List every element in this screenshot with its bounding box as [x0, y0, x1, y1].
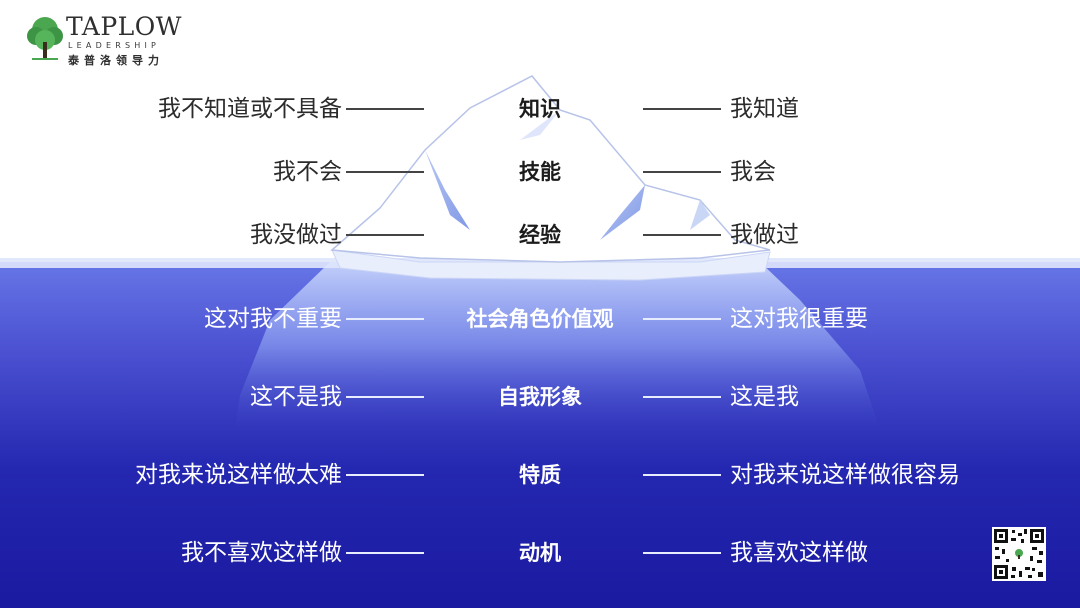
ice-base — [331, 249, 771, 281]
iceberg-facet — [690, 200, 710, 230]
iceberg-row-experience: 我没做过 经验 我做过 — [0, 215, 1080, 255]
connector-line — [346, 318, 424, 320]
connector-line — [643, 552, 721, 554]
row-center-label: 动机 — [519, 541, 561, 565]
row-center-label: 知识 — [519, 97, 561, 121]
iceberg-row-skills: 我不会 技能 我会 — [0, 152, 1080, 192]
connector-line — [643, 318, 721, 320]
row-center-label: 技能 — [519, 160, 561, 184]
row-left-text: 对我来说这样做太难 — [135, 462, 342, 488]
logo-wordmark: TAPLOW — [66, 12, 182, 41]
connector-line — [643, 234, 721, 236]
row-right-text: 我做过 — [730, 222, 799, 248]
taplow-logo: TAPLOW LEADERSHIP 泰普洛领导力 — [26, 12, 216, 72]
row-center-label: 自我形象 — [498, 385, 582, 409]
connector-line — [643, 474, 721, 476]
logo-chinese-name: 泰普洛领导力 — [68, 54, 164, 67]
iceberg-facet — [520, 110, 560, 140]
iceberg-row-knowledge: 我不知道或不具备 知识 我知道 — [0, 89, 1080, 129]
connector-line — [643, 171, 721, 173]
connector-line — [346, 234, 424, 236]
iceberg-facet — [600, 185, 645, 240]
row-right-text: 对我来说这样做很容易 — [730, 462, 960, 488]
row-left-text: 这对我不重要 — [204, 306, 342, 332]
tree-logo-icon — [27, 17, 63, 60]
iceberg-row-self-image: 这不是我 自我形象 这是我 — [0, 377, 1080, 417]
connector-line — [346, 552, 424, 554]
connector-line — [346, 396, 424, 398]
row-center-label: 经验 — [519, 223, 561, 247]
row-left-text: 我没做过 — [250, 222, 342, 248]
row-left-text: 我不喜欢这样做 — [181, 540, 342, 566]
row-center-label: 社会角色价值观 — [466, 307, 614, 331]
row-right-text: 这是我 — [730, 384, 799, 410]
connector-line — [643, 108, 721, 110]
connector-line — [346, 171, 424, 173]
row-center-label: 特质 — [519, 463, 561, 487]
row-right-text: 我会 — [730, 159, 776, 185]
submerged-iceberg — [235, 262, 880, 430]
row-right-text: 我知道 — [730, 96, 799, 122]
qr-code-icon — [992, 527, 1046, 581]
row-left-text: 我不知道或不具备 — [158, 96, 342, 122]
logo-subtitle: LEADERSHIP — [68, 41, 161, 50]
connector-line — [346, 108, 424, 110]
row-left-text: 这不是我 — [250, 384, 342, 410]
connector-line — [346, 474, 424, 476]
iceberg-row-social-role: 这对我不重要 社会角色价值观 这对我很重要 — [0, 299, 1080, 339]
iceberg-row-motivation: 我不喜欢这样做 动机 我喜欢这样做 — [0, 533, 1080, 573]
row-right-text: 这对我很重要 — [730, 306, 868, 332]
row-left-text: 我不会 — [273, 159, 342, 185]
iceberg-row-traits: 对我来说这样做太难 特质 对我来说这样做很容易 — [0, 455, 1080, 495]
connector-line — [643, 396, 721, 398]
row-right-text: 我喜欢这样做 — [730, 540, 868, 566]
